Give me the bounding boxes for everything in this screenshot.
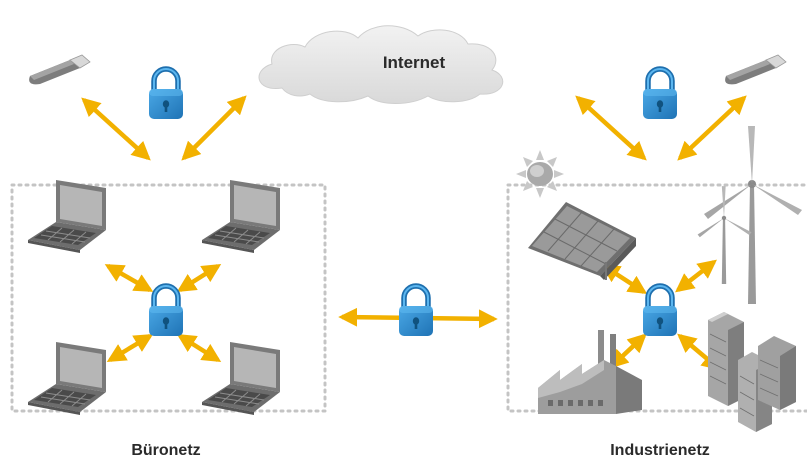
connection-arrow xyxy=(675,259,717,293)
connection-arrow xyxy=(176,333,222,363)
factory-icon xyxy=(538,330,642,414)
laptop-icon xyxy=(27,341,107,416)
internet-label: Internet xyxy=(383,53,446,72)
padlock-icon xyxy=(149,69,183,119)
padlock-icon xyxy=(643,286,677,336)
connection-arrow xyxy=(609,333,647,369)
connection-arrow xyxy=(106,334,154,362)
laptop-icon xyxy=(201,341,281,416)
connection-arrow xyxy=(677,95,747,161)
solar-panel-icon xyxy=(528,202,636,280)
padlock-icon xyxy=(643,69,677,119)
usb-stick-icon xyxy=(724,54,787,85)
industrial-network-boundary xyxy=(506,183,807,413)
office-buildings-icon xyxy=(708,312,796,432)
connection-arrow xyxy=(81,97,151,161)
padlock-icon xyxy=(399,286,433,336)
industrial-network-label: Industrienetz xyxy=(610,442,710,459)
sun-icon xyxy=(516,150,564,198)
office-network-label: Büronetz xyxy=(131,442,200,459)
padlock-icon xyxy=(149,286,183,336)
laptop-icon xyxy=(201,179,281,254)
laptop-icon xyxy=(27,179,107,254)
connection-arrow xyxy=(181,95,247,161)
wind-turbine-icon xyxy=(704,126,802,304)
connection-arrow xyxy=(575,95,647,161)
connection-arrow xyxy=(104,264,154,292)
internet-cloud-icon xyxy=(258,25,504,104)
office-network-boundary xyxy=(10,183,327,413)
usb-stick-icon xyxy=(28,54,91,85)
connection-arrow xyxy=(176,263,222,293)
